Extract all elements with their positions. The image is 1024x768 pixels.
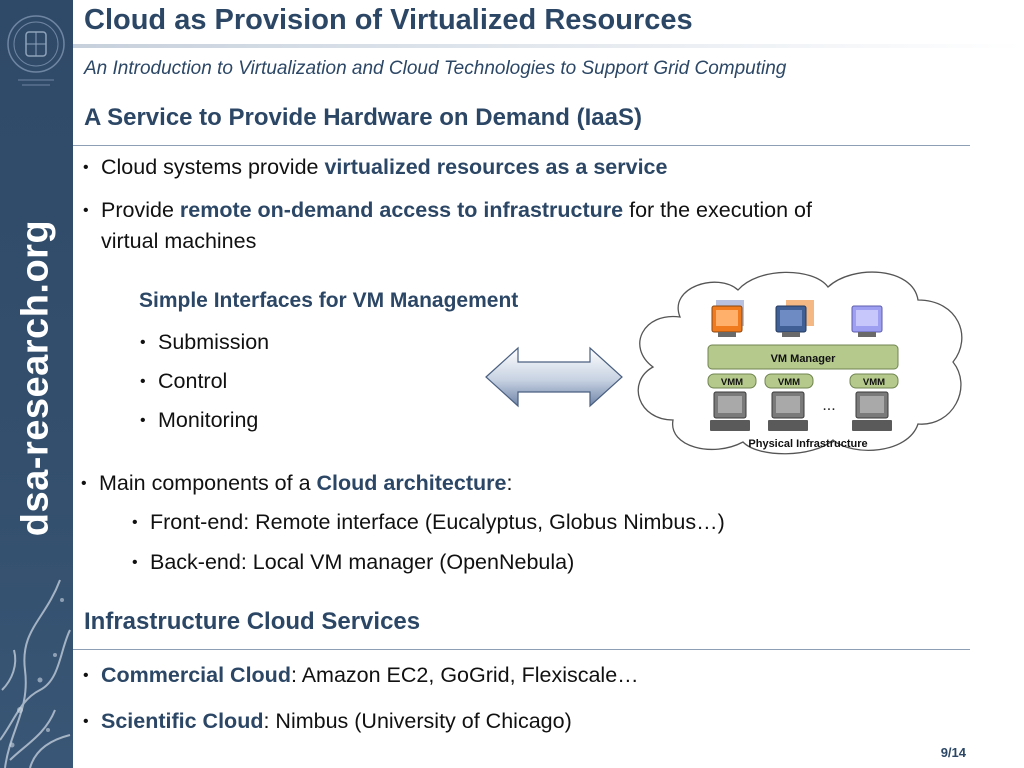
bullet-text: for the execution of [623, 198, 812, 222]
slide-subtitle: An Introduction to Virtualization and Cl… [84, 58, 787, 79]
sidebar-brand[interactable]: dsa-research.org [14, 219, 57, 537]
bullet-commercial-cloud: • Commercial Cloud: Amazon EC2, GoGrid, F… [83, 660, 639, 691]
vm-manager-label: VM Manager [771, 353, 837, 365]
vm-orange-icon [711, 300, 744, 337]
section-heading-cloud-services: Infrastructure Cloud Services [84, 608, 421, 635]
ellipsis-label: ... [822, 397, 835, 414]
section-rule [73, 649, 970, 650]
bullet-emphasis: remote on-demand access to infrastructur… [179, 198, 624, 222]
bullet-dot: • [83, 202, 89, 219]
section-rule [73, 145, 970, 146]
physical-machine-icon [710, 391, 750, 431]
bullet-dot: • [132, 514, 138, 531]
bullet-text: Back-end: Local VM manager (OpenNebula) [150, 550, 575, 574]
interface-item-control: • Control [140, 366, 228, 397]
interface-item-submission: • Submission [140, 327, 270, 358]
bullet-emphasis: virtualized resources as a service [324, 155, 668, 179]
vmm-label: VMM [721, 377, 743, 388]
bullet-cloud-architecture: • Main components of a Cloud architecture… [81, 468, 513, 499]
bullet-remote-access: • Provide remote on-demand access to infr… [83, 195, 812, 257]
interface-item-monitoring: • Monitoring [140, 405, 259, 436]
cloud-diagram: VM Manager VMM VMM VMM ... Physical Infr… [637, 271, 963, 455]
bullet-dot: • [140, 373, 146, 390]
decorative-foliage [0, 579, 71, 768]
page-number: 9/14 [940, 745, 966, 760]
bullet-emphasis: Commercial Cloud [101, 663, 291, 687]
sidebar: dsa-research.org [0, 0, 73, 768]
bullet-emphasis: Cloud architecture [316, 471, 507, 495]
bullet-dot: • [140, 334, 146, 351]
vmm-pill [849, 373, 899, 389]
bullet-text: Cloud systems provide [101, 155, 325, 179]
vm-purple-icon [851, 305, 883, 337]
bullet-text: Main components of a [99, 471, 317, 495]
bullet-dot: • [132, 554, 138, 571]
subitem-back-end: • Back-end: Local VM manager (OpenNebula) [132, 547, 575, 578]
bullet-dot: • [83, 713, 89, 730]
bullet-scientific-cloud: • Scientific Cloud: Nimbus (University of… [83, 706, 572, 737]
vmm-label: VMM [778, 377, 800, 388]
bullet-text: : [506, 471, 513, 495]
university-seal-icon [7, 15, 65, 86]
slide-title: Cloud as Provision of Virtualized Resour… [84, 4, 693, 36]
bullet-dot: • [83, 667, 89, 684]
vmm-pill [764, 373, 814, 389]
bullet-text: Provide [101, 198, 180, 222]
physical-machine-icon [852, 391, 892, 431]
bullet-emphasis: Scientific Cloud [101, 709, 264, 733]
bullet-dot: • [140, 412, 146, 429]
bullet-dot: • [83, 159, 89, 176]
vmm-pill [707, 373, 757, 389]
bullet-text: virtual machines [101, 229, 257, 253]
bullet-text: Submission [158, 330, 270, 354]
bullet-virtualized-resources: • Cloud systems provide virtualized resou… [83, 152, 668, 183]
vmm-label: VMM [863, 377, 885, 388]
physical-infrastructure-label: Physical Infrastructure [748, 438, 867, 450]
vm-manager-bar [707, 344, 899, 370]
physical-machine-icon [768, 391, 808, 431]
double-arrow-icon [485, 346, 623, 408]
bullet-text: : Amazon EC2, GoGrid, Flexiscale… [290, 663, 639, 687]
bullet-text: Monitoring [158, 408, 259, 432]
bullet-dot: • [81, 475, 87, 492]
subitem-front-end: • Front-end: Remote interface (Eucalyptus… [132, 507, 725, 538]
vm-blue-icon [775, 300, 814, 337]
bullet-text: : Nimbus (University of Chicago) [263, 709, 572, 733]
title-rule [73, 44, 1024, 48]
bullet-text: Front-end: Remote interface (Eucalyptus,… [150, 510, 725, 534]
vm-interfaces-heading: Simple Interfaces for VM Management [139, 289, 519, 312]
bullet-text: Control [158, 369, 228, 393]
section-heading-iaas: A Service to Provide Hardware on Demand … [84, 104, 642, 131]
